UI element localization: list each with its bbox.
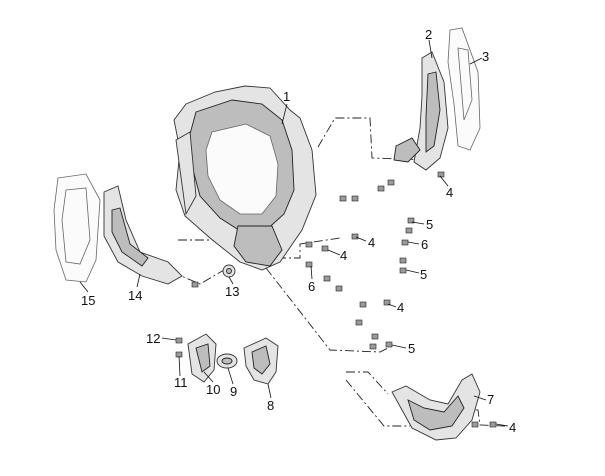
callout-5-b: 5 [420, 267, 427, 282]
callout-7: 7 [487, 392, 494, 407]
small-bracket-8 [243, 337, 279, 385]
callout-5-a: 5 [426, 217, 433, 232]
callout-labels: 1 2 3 4 5 6 4 4 5 6 4 5 7 4 8 9 10 11 12… [81, 27, 516, 435]
callout-3: 3 [482, 49, 489, 64]
leader-lines [79, 39, 509, 427]
callout-9: 9 [230, 384, 237, 399]
callout-11: 11 [174, 375, 188, 390]
right-side-cover [447, 27, 481, 151]
fasteners [175, 171, 497, 428]
callout-10: 10 [206, 382, 220, 397]
callout-14: 14 [128, 288, 142, 303]
left-side-cover [53, 173, 101, 283]
mount-plate-10 [187, 333, 217, 383]
grommet-9 [216, 353, 238, 369]
callout-4-d: 4 [397, 300, 404, 315]
callout-4-c: 4 [340, 248, 347, 263]
callout-4-e: 4 [509, 420, 516, 435]
nut-13 [222, 264, 236, 278]
callout-4-a: 4 [446, 185, 453, 200]
right-side-bracket [393, 51, 449, 171]
callout-12: 12 [146, 331, 160, 346]
callout-8: 8 [267, 398, 274, 413]
callout-1: 1 [283, 89, 290, 104]
callout-5-c: 5 [408, 341, 415, 356]
callout-15: 15 [81, 293, 95, 308]
callout-2: 2 [425, 27, 432, 42]
left-side-bracket [103, 185, 183, 285]
main-front-frame [173, 85, 317, 271]
callout-6-a: 6 [421, 237, 428, 252]
callout-6-b: 6 [308, 279, 315, 294]
callout-13: 13 [225, 284, 239, 299]
callout-4-b: 4 [368, 235, 375, 250]
lower-rear-bracket [391, 373, 481, 441]
